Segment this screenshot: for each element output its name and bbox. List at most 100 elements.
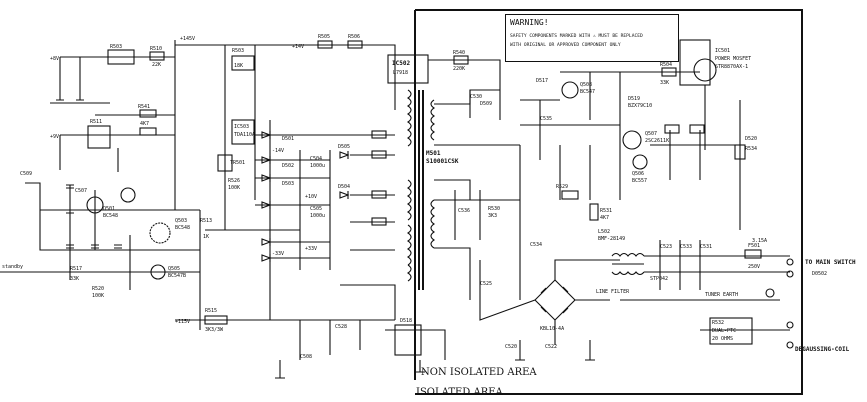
- r-529: [561, 190, 579, 200]
- transistor-q506: [632, 154, 648, 170]
- r-val-540: 220K: [453, 66, 465, 72]
- ic501-value: POWER MOSFET: [715, 56, 751, 62]
- r-541: [139, 109, 157, 118]
- c-ref-525: C525: [480, 281, 492, 287]
- q-val-501: BC548: [103, 213, 118, 219]
- r-ref-513: R513: [200, 218, 212, 224]
- d-ref-519: D519: [628, 96, 640, 102]
- r-val-541: 4K7: [140, 121, 149, 127]
- net-8v: +8V: [50, 56, 59, 62]
- r-val-503b: 18K: [234, 63, 243, 69]
- wire: [25, 182, 200, 251]
- r-ref-529: R529: [556, 184, 568, 190]
- warning-title: WARNING!: [510, 18, 549, 27]
- label-degaussing-coil: DEGAUSSING-COIL: [795, 346, 850, 353]
- r-ref-541: R541: [138, 104, 150, 110]
- r-ref-531: R531: [600, 208, 612, 214]
- r-527: [664, 124, 680, 134]
- wire: [554, 259, 620, 280]
- q-ref-508: Q508: [580, 82, 592, 88]
- r-val-520: 100K: [92, 293, 104, 299]
- r-504: [661, 67, 677, 77]
- c-ref-535: C535: [540, 116, 552, 122]
- r-val-510: 22K: [152, 62, 161, 68]
- r-val-526: 100K: [228, 185, 240, 191]
- isolated-area-label: ISOLATED AREA: [416, 387, 503, 398]
- l501-value: LINE FILTER: [596, 289, 630, 295]
- r-503-box: [231, 55, 255, 71]
- transistor-q503: [149, 222, 171, 244]
- r-ref-526: R526: [228, 178, 240, 184]
- bridge-rectifier: [534, 279, 576, 321]
- r-val-530: 3K3: [488, 213, 497, 219]
- f501-ref: F501: [748, 243, 760, 249]
- l502-value: BMF-28149: [598, 236, 625, 242]
- transistor-q508: [561, 81, 579, 99]
- r-528: [689, 124, 705, 134]
- r-505: [317, 40, 333, 49]
- wire: [434, 247, 471, 300]
- r-ref-503b: R503: [232, 48, 244, 54]
- label-tuner-earth: TUNER EARTH: [705, 292, 738, 298]
- wire: [659, 240, 701, 290]
- r-val-515: 3K3/3W: [205, 327, 224, 333]
- c-val-505: 1000u: [310, 213, 325, 219]
- net-neg14v: -14V: [272, 148, 284, 154]
- net-standby: standby: [2, 264, 23, 270]
- q-val-503: BC548: [175, 225, 190, 231]
- warning-line1: SAFETY COMPONENTS MARKED WITH ⚠ MUST BE …: [510, 34, 643, 39]
- regulator-box-left: [107, 49, 135, 65]
- deg-value2: 20 OHMS: [712, 336, 733, 342]
- c-ref-520: C520: [505, 344, 517, 350]
- d-ref-504: D504: [338, 184, 350, 190]
- q-val-505: BC547B: [168, 273, 186, 279]
- c-ref-523: C523: [660, 244, 672, 250]
- wire: [434, 179, 471, 200]
- ground-right: [585, 340, 595, 361]
- transistor-q507: [622, 130, 642, 150]
- ic503-ref: IC503: [234, 124, 249, 130]
- net-9v: +9V: [50, 134, 59, 140]
- regulator-box-9v: [87, 125, 111, 149]
- c-ref-504: C504: [310, 156, 322, 162]
- q-val-508: BC547: [580, 89, 595, 95]
- t501-value: S10001CSK: [426, 158, 459, 165]
- diodes-middle: [261, 131, 350, 262]
- tr501-ref: TR501: [230, 160, 245, 166]
- wire: [300, 44, 396, 110]
- line-filter-l501: [611, 252, 645, 276]
- ic502-ref: IC502: [392, 60, 410, 67]
- net-145v: +145V: [180, 36, 195, 42]
- d-ref-518: D518: [400, 318, 412, 324]
- wire: [340, 284, 396, 320]
- net-14v-top: +14V: [292, 44, 304, 50]
- d-val-519: BZX79C10: [628, 103, 652, 109]
- d-ref-520b: R534: [745, 146, 757, 152]
- c-ref-522: C522: [545, 344, 557, 350]
- r-ref-506: R506: [348, 34, 360, 40]
- q-ref-501: Q501: [103, 206, 115, 212]
- r-ref-517: R517: [70, 266, 82, 272]
- ic503-box: [231, 119, 255, 145]
- r-ref-511: R511: [90, 119, 102, 125]
- ground-left: [275, 360, 285, 379]
- d-ref-502: D502: [282, 163, 294, 169]
- ground-right-2: [515, 340, 525, 361]
- r-val-513: 1K: [203, 234, 209, 240]
- ic501-mosfet-box: [679, 39, 711, 86]
- fuse-f501: [744, 249, 762, 259]
- r-515: [204, 315, 228, 325]
- transistor-q501: [86, 196, 104, 214]
- wire: [479, 260, 536, 321]
- r-val-531: 4K7: [600, 215, 609, 221]
- r-ref-510: R510: [150, 46, 162, 52]
- wire: [59, 135, 119, 172]
- q-ref-505: Q505: [168, 266, 180, 272]
- deg-value: DUAL-PTC: [712, 328, 736, 334]
- r-9v: [139, 127, 157, 136]
- label-main-switch-ref: D0502: [812, 271, 827, 277]
- terminal-main-switch: [786, 258, 794, 266]
- transistor-q505: [150, 264, 166, 280]
- degauss-ptc-box: [709, 317, 753, 345]
